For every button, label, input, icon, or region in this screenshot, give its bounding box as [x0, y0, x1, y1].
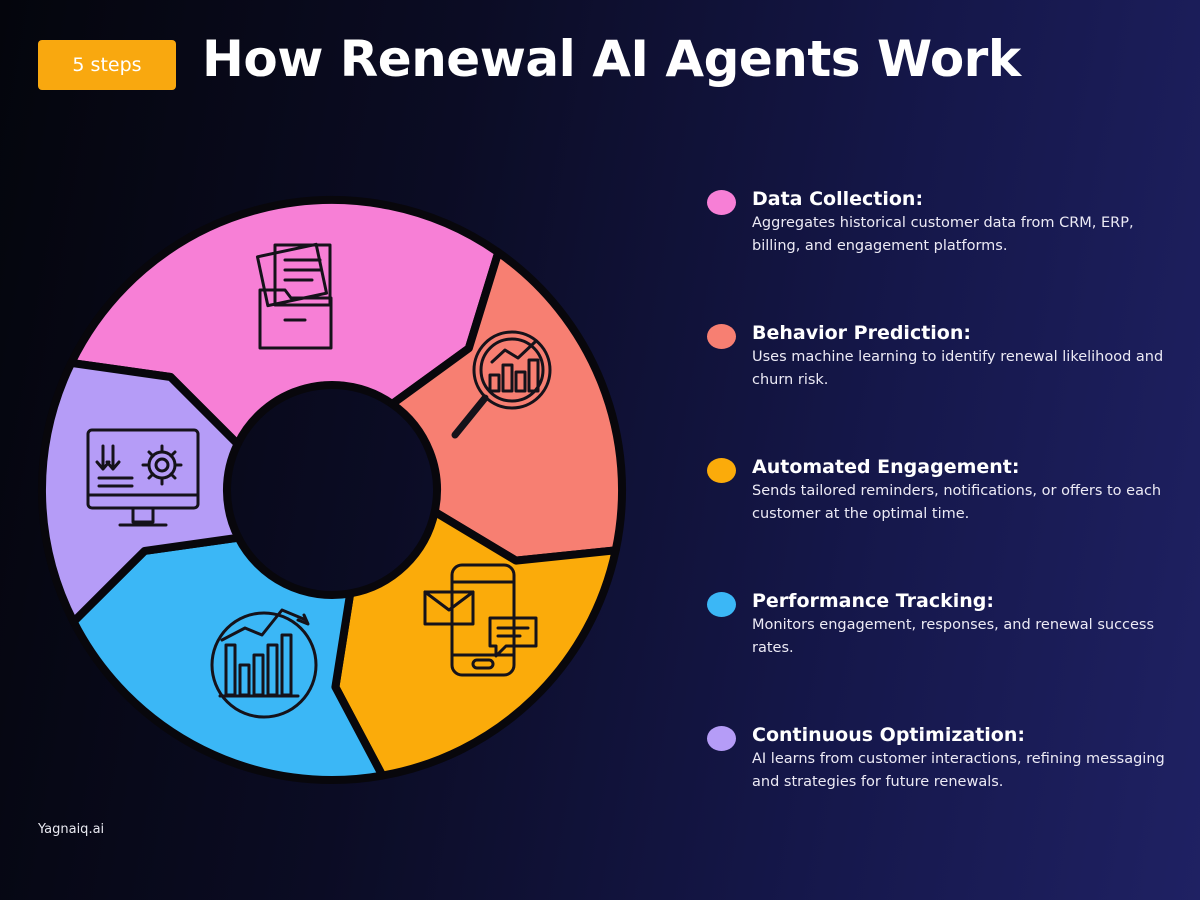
steps-badge: 5 steps [38, 40, 176, 90]
step-title: Performance Tracking: [752, 590, 994, 612]
folder-documents-icon [255, 242, 333, 350]
cycle-diagram [38, 195, 627, 784]
step-description: Sends tailored reminders, notifications,… [752, 483, 1162, 522]
cycle-segment-3 [331, 507, 620, 780]
step-performance-tracking: Performance Tracking: Monitors engagemen… [705, 588, 1175, 722]
cycle-segment-4 [69, 533, 387, 784]
magnifier-chart-icon [451, 330, 552, 439]
step-behavior-prediction: Behavior Prediction: Uses machine learni… [705, 320, 1175, 454]
cycle-segment-5 [38, 358, 243, 626]
step-continuous-optimization: Continuous Optimization: AI learns from … [705, 722, 1175, 856]
step-title: Behavior Prediction: [752, 322, 971, 344]
step-dot [707, 726, 736, 751]
step-description: Monitors engagement, responses, and rene… [752, 617, 1155, 656]
step-description: AI learns from customer interactions, re… [752, 751, 1165, 790]
phone-message-icon [423, 563, 538, 677]
step-title: Data Collection: [752, 188, 924, 210]
step-dot [707, 458, 736, 483]
step-title: Continuous Optimization: [752, 724, 1025, 746]
brand-footer: Yagnaiq.ai [38, 822, 105, 837]
step-dot [707, 324, 736, 349]
step-dot [707, 190, 736, 215]
monitor-gear-icon [86, 428, 200, 527]
steps-list: Data Collection: Aggregates historical c… [705, 186, 1175, 856]
step-title: Automated Engagement: [752, 456, 1020, 478]
growth-chart-icon [210, 608, 318, 719]
page-title: How Renewal AI Agents Work [202, 30, 1021, 88]
step-dot [707, 592, 736, 617]
step-data-collection: Data Collection: Aggregates historical c… [705, 186, 1175, 320]
step-automated-engagement: Automated Engagement: Sends tailored rem… [705, 454, 1175, 588]
step-description: Uses machine learning to identify renewa… [752, 349, 1164, 388]
step-description: Aggregates historical customer data from… [752, 215, 1134, 254]
